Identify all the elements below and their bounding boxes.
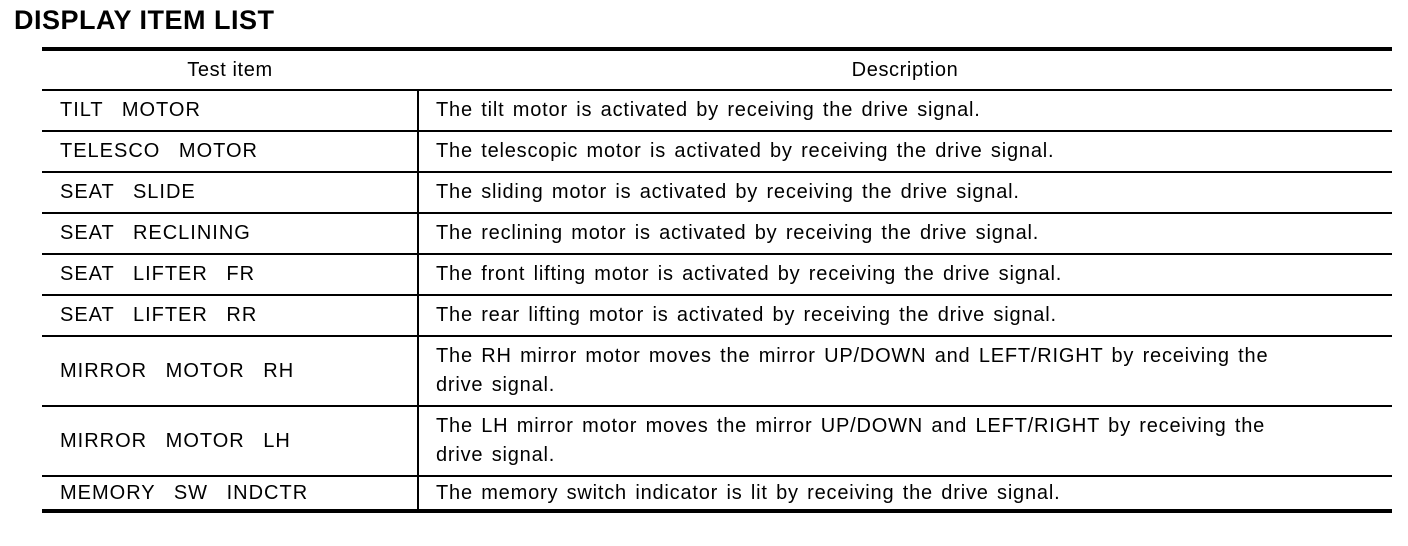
description-text: The reclining motor is activated by rece…: [436, 222, 1040, 244]
test-item-cell: MIRROR MOTOR RH: [42, 336, 419, 406]
test-item-cell: MIRROR MOTOR LH: [42, 406, 419, 476]
description-cell: The LH mirror motor moves the mirror UP/…: [418, 406, 1392, 476]
test-item-cell: SEAT LIFTER RR: [42, 295, 419, 336]
description-text: The RH mirror motor moves the mirror UP/…: [436, 345, 1269, 396]
page-title: DISPLAY ITEM LIST: [14, 5, 275, 35]
description-cell: The memory switch indicator is lit by re…: [418, 476, 1392, 511]
column-header-test-item: Test item: [187, 58, 273, 81]
table-row: SEAT RECLINING The reclining motor is ac…: [42, 213, 1392, 254]
description-cell: The reclining motor is activated by rece…: [418, 213, 1392, 254]
table-header-row: Test item Description: [42, 49, 1392, 90]
description-text: The front lifting motor is activated by …: [436, 263, 1063, 285]
description-cell: The RH mirror motor moves the mirror UP/…: [418, 336, 1392, 406]
description-text: The LH mirror motor moves the mirror UP/…: [436, 415, 1266, 466]
test-item-cell: TILT MOTOR: [42, 90, 419, 131]
table-row: MIRROR MOTOR LH The LH mirror motor move…: [42, 406, 1392, 476]
test-item-cell: SEAT RECLINING: [42, 213, 419, 254]
test-item-cell: TELESCO MOTOR: [42, 131, 419, 172]
table-row: MIRROR MOTOR RH The RH mirror motor move…: [42, 336, 1392, 406]
table-row: SEAT SLIDE The sliding motor is activate…: [42, 172, 1392, 213]
description-cell: The front lifting motor is activated by …: [418, 254, 1392, 295]
display-item-table: Test item Description TILT MOTOR The til…: [42, 47, 1392, 513]
description-text: The telescopic motor is activated by rec…: [436, 140, 1055, 162]
table-row: SEAT LIFTER RR The rear lifting motor is…: [42, 295, 1392, 336]
description-text: The rear lifting motor is activated by r…: [436, 304, 1057, 326]
description-text: The sliding motor is activated by receiv…: [436, 181, 1020, 203]
test-item-cell: MEMORY SW INDCTR: [42, 476, 419, 511]
column-header-description: Description: [851, 58, 959, 81]
description-cell: The rear lifting motor is activated by r…: [418, 295, 1392, 336]
description-cell: The sliding motor is activated by receiv…: [418, 172, 1392, 213]
description-cell: The telescopic motor is activated by rec…: [418, 131, 1392, 172]
table-row: MEMORY SW INDCTR The memory switch indic…: [42, 476, 1392, 511]
test-item-cell: SEAT LIFTER FR: [42, 254, 419, 295]
table-row: TILT MOTOR The tilt motor is activated b…: [42, 90, 1392, 131]
description-text: The memory switch indicator is lit by re…: [436, 481, 1061, 504]
description-text: The tilt motor is activated by receiving…: [436, 99, 981, 121]
test-item-cell: SEAT SLIDE: [42, 172, 419, 213]
table-row: SEAT LIFTER FR The front lifting motor i…: [42, 254, 1392, 295]
table-row: TELESCO MOTOR The telescopic motor is ac…: [42, 131, 1392, 172]
description-cell: The tilt motor is activated by receiving…: [418, 90, 1392, 131]
